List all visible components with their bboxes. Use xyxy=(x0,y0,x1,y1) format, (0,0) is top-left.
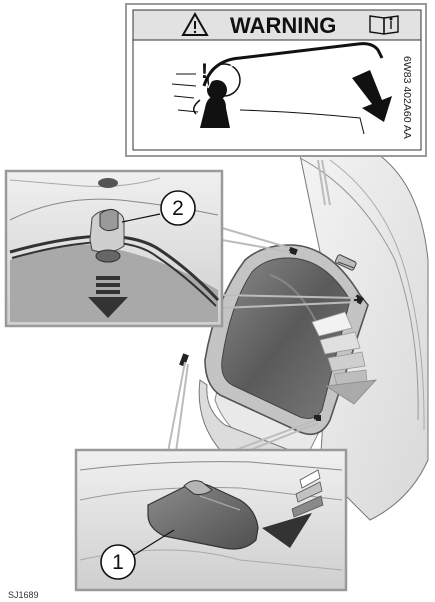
callout-2-number: 2 xyxy=(172,197,184,220)
warning-label-panel: WARNING ! 6W83 402A60 AA xyxy=(126,4,426,156)
callout-1-number: 1 xyxy=(112,551,124,574)
figure-reference: SJ1689 xyxy=(8,590,39,600)
label-part-code: 6W83 402A60 AA xyxy=(401,56,413,139)
striker-hole xyxy=(98,178,118,188)
release-switch-inset: 1 xyxy=(76,450,346,590)
warning-title: WARNING xyxy=(230,13,336,38)
striker-pin xyxy=(100,209,118,230)
striker-detail-inset: 2 xyxy=(6,171,222,326)
